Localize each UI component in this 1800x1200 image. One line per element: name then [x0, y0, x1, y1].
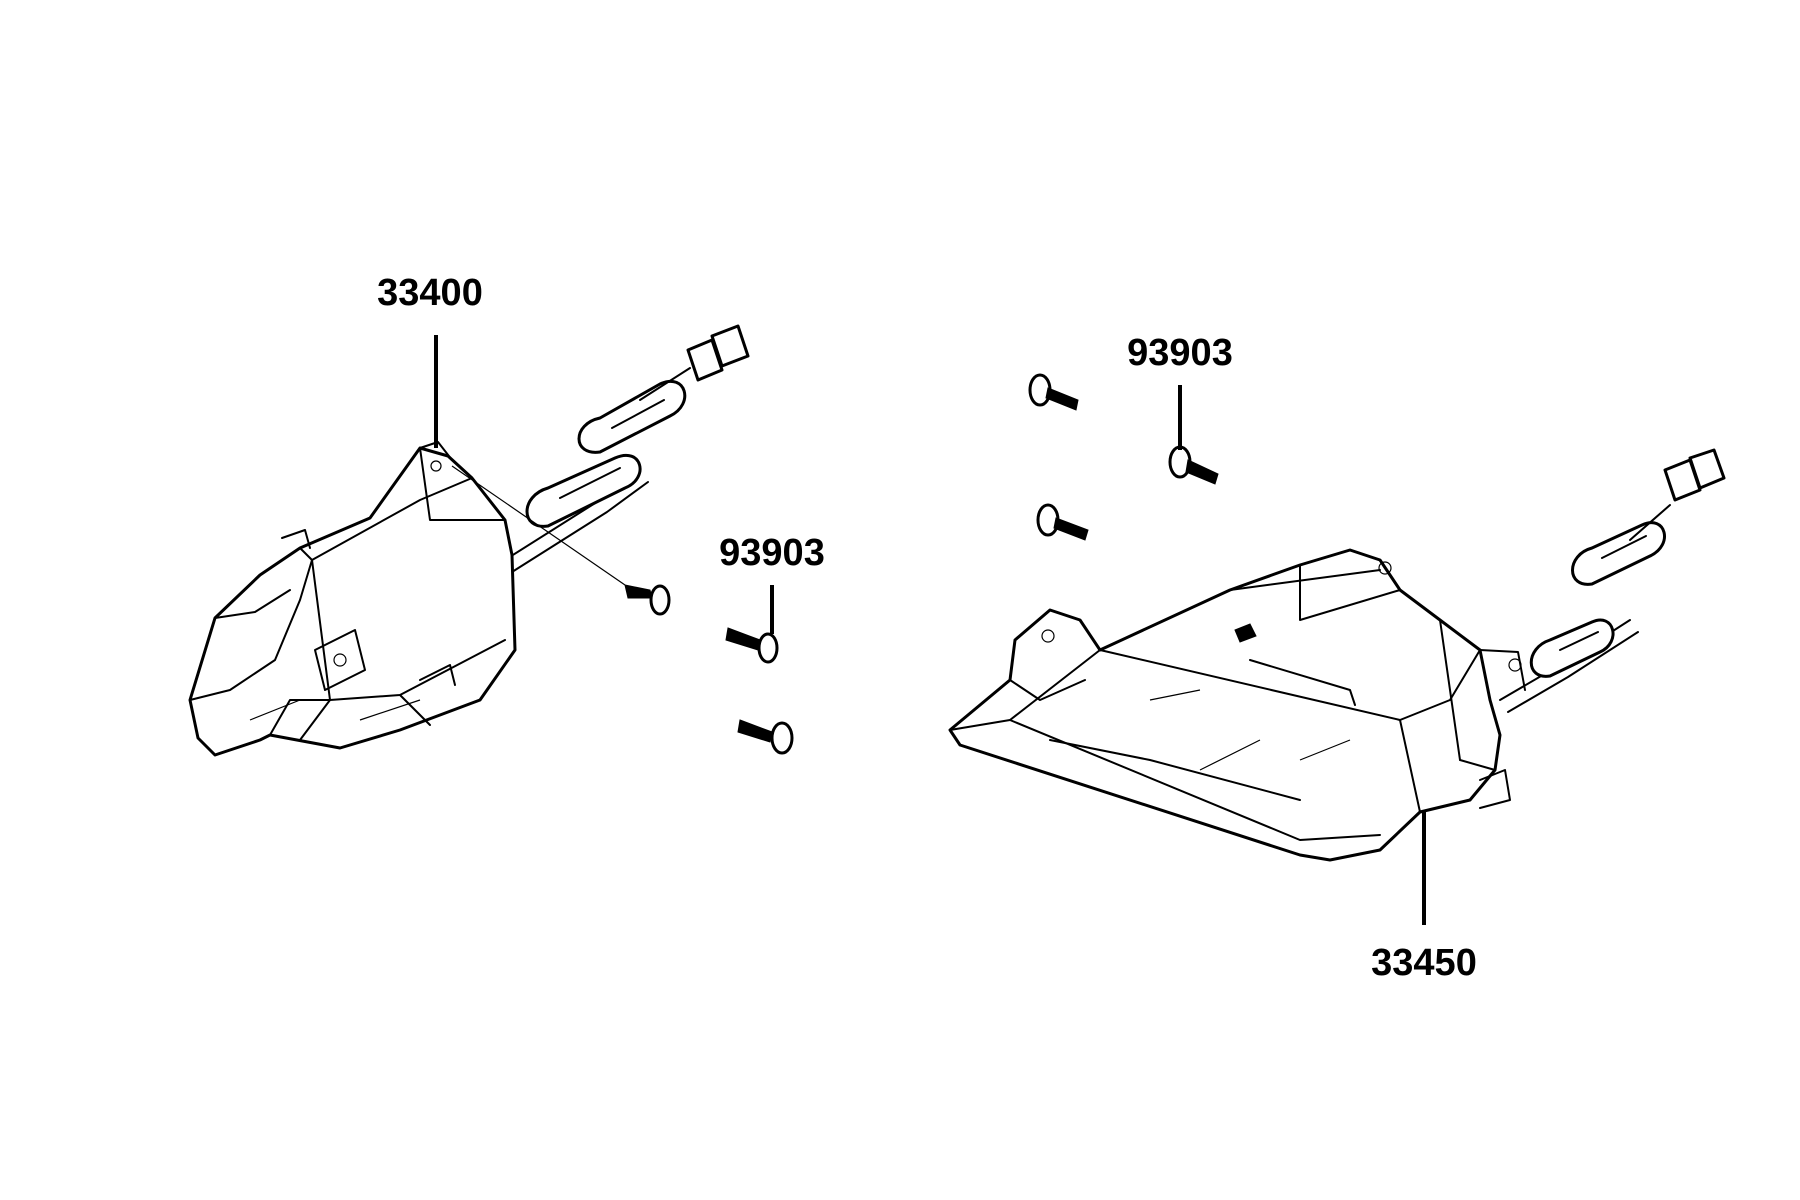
screw-icon — [737, 719, 794, 755]
right-lamp-wire-harness — [1499, 448, 1726, 713]
label-33400-callout: 33400 — [377, 272, 483, 448]
screw-icon — [725, 627, 779, 664]
right-lamp-housing — [948, 548, 1502, 862]
right-screws[interactable] — [1028, 373, 1219, 541]
part-number-33450: 33450 — [1371, 942, 1477, 984]
left-lamp-wire-harness — [504, 324, 750, 573]
screw-icon — [1036, 503, 1089, 541]
part-number-93903-right: 93903 — [1127, 332, 1233, 374]
left-screws[interactable] — [624, 584, 794, 755]
label-93903-left-callout: 93903 — [719, 532, 825, 634]
screw-icon — [624, 584, 671, 616]
screw-icon — [1028, 373, 1079, 411]
screw-icon — [1168, 445, 1219, 485]
label-93903-right-callout: 93903 — [1127, 332, 1233, 450]
right-turn-signal-lamp[interactable] — [948, 448, 1726, 862]
part-number-33400: 33400 — [377, 272, 483, 314]
left-lamp-housing — [188, 446, 517, 757]
label-33450-callout: 33450 — [1371, 810, 1477, 984]
part-number-93903-left: 93903 — [719, 532, 825, 574]
left-turn-signal-lamp[interactable] — [188, 324, 750, 757]
